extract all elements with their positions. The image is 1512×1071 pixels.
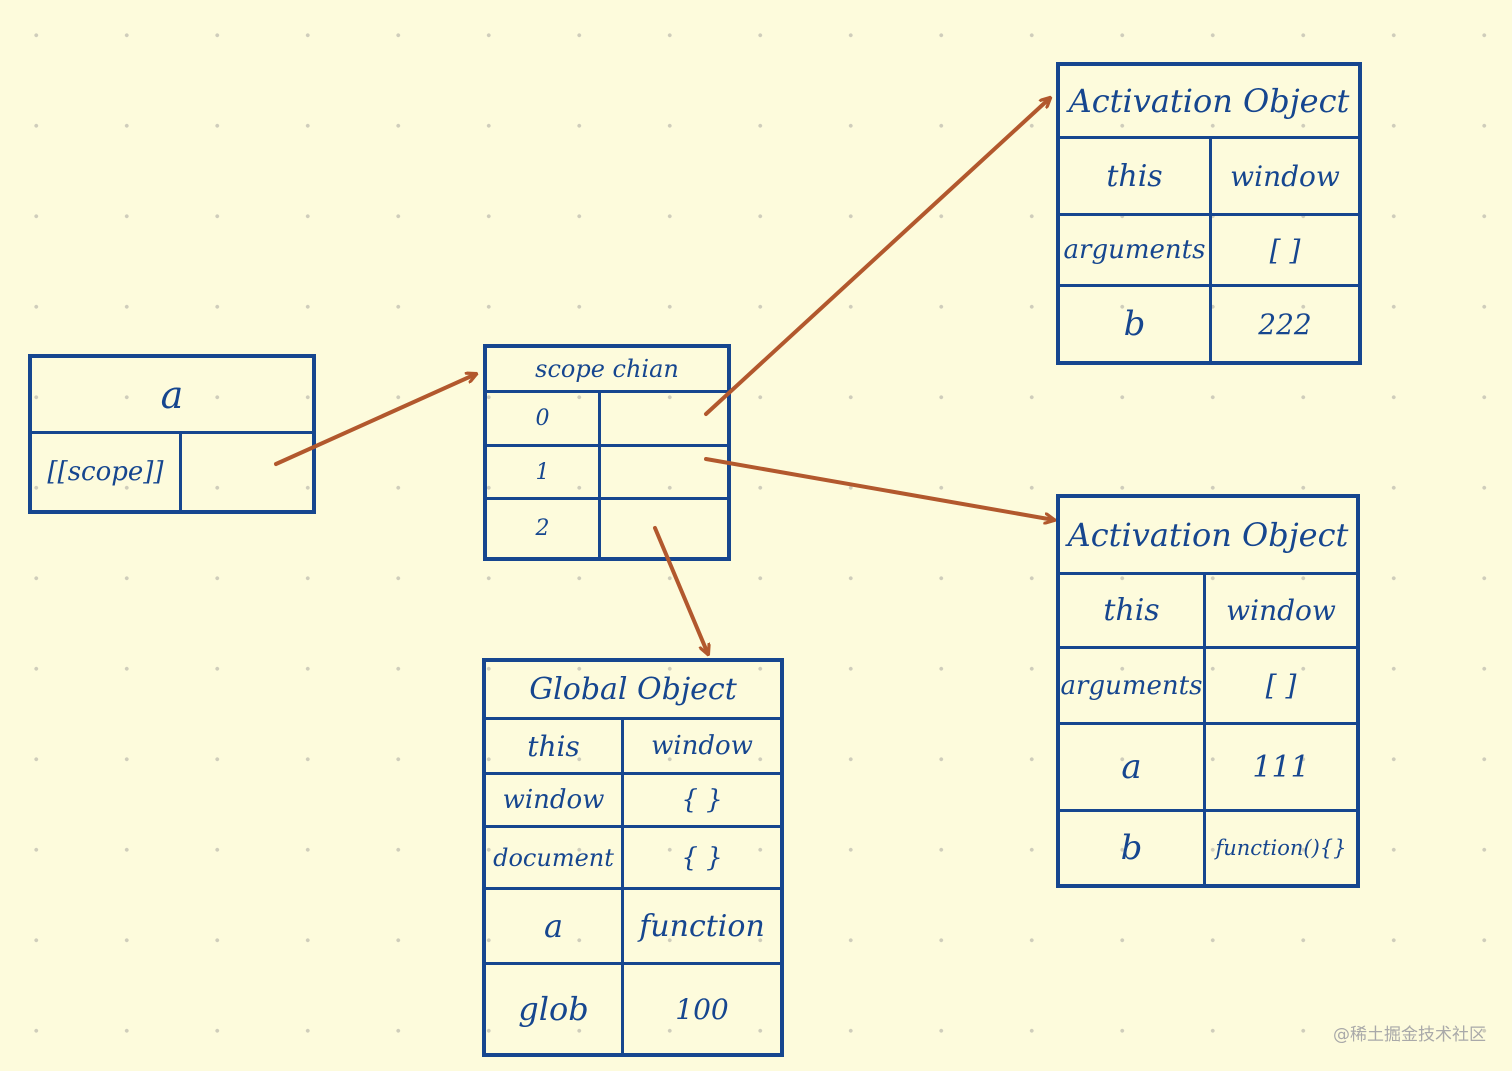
scope-chain-index: 2	[487, 500, 601, 557]
scope-chain-slot	[601, 393, 727, 444]
activation-object-b-box: Activation Object this window arguments …	[1056, 62, 1362, 365]
arrow-chain1-to-activation-a	[704, 457, 1054, 520]
activation-object-a-row: arguments [ ]	[1060, 649, 1356, 722]
scope-chain-index: 0	[487, 393, 601, 444]
property-key: window	[486, 775, 624, 825]
scope-chain-box: scope chian 0 1 2	[483, 344, 731, 561]
property-key: arguments	[1060, 649, 1206, 722]
property-value: [ ]	[1269, 233, 1301, 267]
activation-object-a-row: a 111	[1060, 725, 1356, 809]
activation-object-b-row: b 222	[1060, 287, 1358, 361]
activation-object-a-row: b function(){}	[1060, 812, 1356, 884]
scope-chain-row: 2	[487, 500, 727, 557]
property-value: { }	[681, 785, 723, 815]
watermark: @稀土掘金技术社区	[1333, 1025, 1486, 1045]
global-object-box: Global Object this window window { } doc…	[482, 658, 784, 1057]
property-value: function	[639, 908, 765, 944]
global-object-row: a function	[486, 890, 780, 962]
scope-chain-slot	[601, 500, 727, 557]
property-value: function(){}	[1215, 836, 1347, 860]
global-object-row: glob 100	[486, 965, 780, 1053]
property-value: 222	[1258, 307, 1312, 341]
property-key: glob	[486, 965, 624, 1053]
function-a-title: a	[160, 372, 184, 417]
activation-object-a-title: Activation Object	[1067, 516, 1349, 554]
arrow-chain0-to-activation-b	[704, 98, 1050, 416]
scope-chain-index: 1	[487, 447, 601, 497]
property-key: b	[1060, 287, 1212, 361]
activation-object-a-row: this window	[1060, 575, 1356, 646]
global-object-row: this window	[486, 720, 780, 772]
property-value: window	[1230, 159, 1340, 193]
property-key: arguments	[1060, 216, 1212, 284]
scope-chain-row: 0	[487, 393, 727, 444]
scope-chain-slot	[601, 447, 727, 497]
property-value: window	[1226, 594, 1336, 627]
property-value: [ ]	[1265, 669, 1297, 702]
global-object-row: window { }	[486, 775, 780, 825]
function-a-box: a [[scope]]	[28, 354, 316, 514]
property-value: 111	[1252, 749, 1310, 785]
property-value: 100	[675, 992, 729, 1026]
activation-object-a-box: Activation Object this window arguments …	[1056, 494, 1360, 888]
property-key: a	[1060, 725, 1206, 809]
scope-chain-title: scope chian	[535, 355, 679, 383]
property-value: window	[651, 731, 753, 761]
property-key: a	[486, 890, 624, 962]
property-key: this	[1060, 575, 1206, 646]
property-key: this	[486, 720, 624, 772]
activation-object-b-row: this window	[1060, 139, 1358, 213]
global-object-row: document { }	[486, 828, 780, 887]
property-key: document	[486, 828, 624, 887]
property-key: this	[1060, 139, 1212, 213]
activation-object-b-title: Activation Object	[1068, 82, 1350, 120]
activation-object-b-row: arguments [ ]	[1060, 216, 1358, 284]
global-object-title: Global Object	[529, 672, 737, 707]
scope-property-label: [[scope]]	[32, 434, 182, 510]
scope-property-value	[182, 434, 312, 510]
scope-chain-row: 1	[487, 447, 727, 497]
property-value: { }	[681, 842, 723, 873]
property-key: b	[1060, 812, 1206, 884]
